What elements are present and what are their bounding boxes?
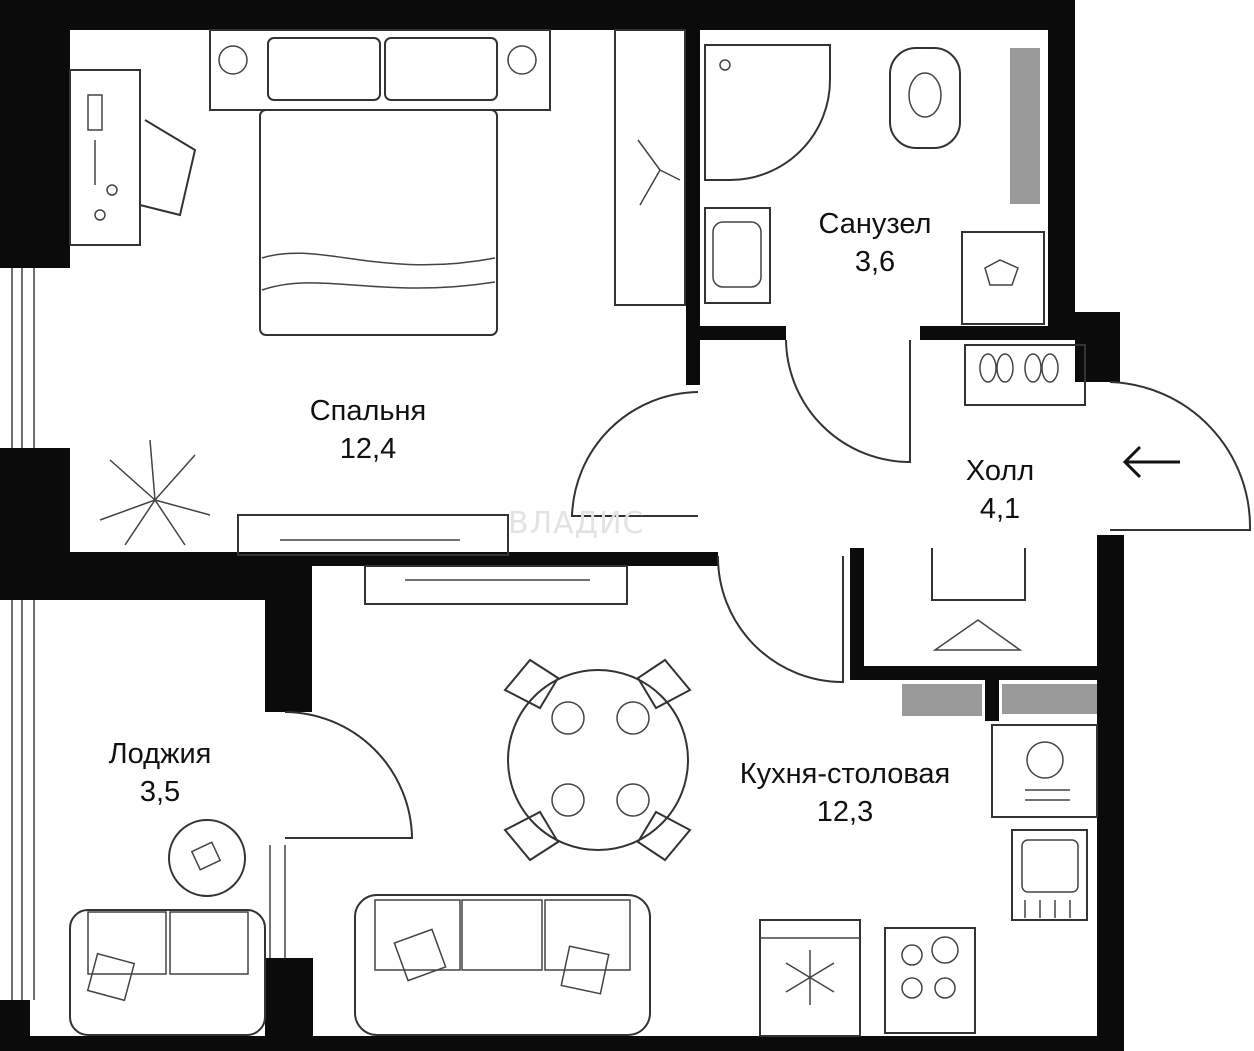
loggia-sofa <box>69 909 266 1036</box>
room-area: 4,1 <box>979 493 1021 525</box>
bathroom-sink <box>704 207 771 304</box>
wardrobe-hall <box>931 548 1026 651</box>
room-area: 3,6 <box>854 246 896 278</box>
room-name: Спальня <box>309 395 427 427</box>
washing-machine <box>961 231 1045 325</box>
room-name: Санузел <box>818 208 932 240</box>
walls <box>0 0 1124 1051</box>
room-name: Холл <box>965 455 1035 487</box>
room-label-hall: Холл 4,1 <box>900 452 1100 528</box>
tv-stand <box>237 514 509 556</box>
stove-icon <box>884 927 976 1034</box>
room-name: Кухня-столовая <box>739 758 951 790</box>
bed <box>209 29 551 336</box>
plant-icon <box>99 439 211 546</box>
wardrobe-bedroom <box>614 29 686 306</box>
room-area: 12,3 <box>816 796 874 828</box>
sink-icon <box>1011 829 1088 921</box>
kitchen-tv <box>364 565 628 605</box>
entrance-arrow-icon <box>1122 445 1180 479</box>
room-name: Лоджия <box>108 738 212 770</box>
fridge <box>759 919 861 1037</box>
doors <box>284 339 1252 839</box>
dining-table <box>503 658 692 862</box>
room-label-kitchen: Кухня-столовая 12,3 <box>700 755 990 831</box>
toilet <box>889 47 961 149</box>
windows <box>11 268 286 1000</box>
desk <box>69 69 197 246</box>
room-area: 12,4 <box>339 433 397 465</box>
dishwasher <box>991 724 1098 818</box>
watermark: ВЛАДИС <box>508 506 645 541</box>
shoe-rack <box>964 344 1086 406</box>
shower <box>704 44 831 181</box>
room-area: 3,5 <box>139 776 181 808</box>
sofa <box>354 894 651 1036</box>
room-label-loggia: Лоджия 3,5 <box>60 735 260 811</box>
ventilation-blocks <box>902 48 1097 716</box>
room-label-bathroom: Санузел 3,6 <box>775 205 975 281</box>
snowflake-icon <box>785 950 835 1005</box>
room-label-bedroom: Спальня 12,4 <box>268 392 468 468</box>
loggia-table <box>168 819 246 897</box>
